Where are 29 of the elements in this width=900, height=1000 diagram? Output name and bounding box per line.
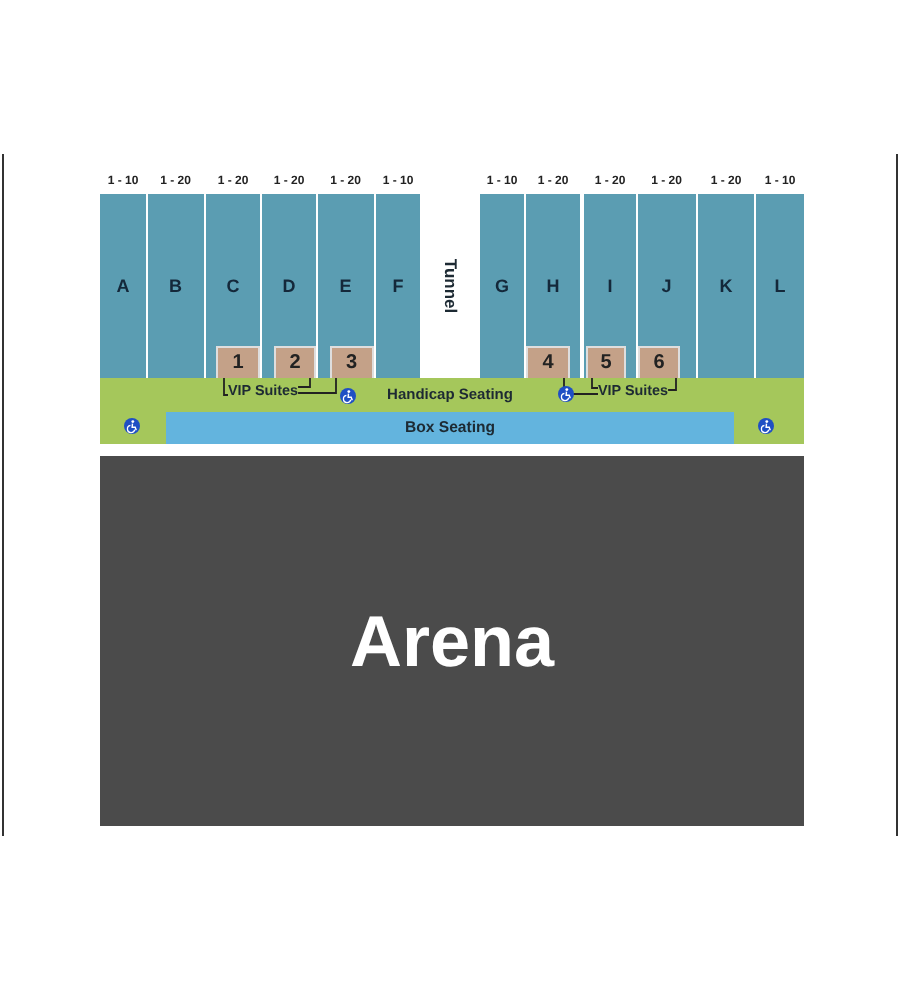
section-letter: F bbox=[392, 277, 404, 295]
section-letter: J bbox=[661, 277, 672, 295]
section-letter: E bbox=[339, 277, 352, 295]
section-letter: D bbox=[282, 277, 296, 295]
leader-line bbox=[297, 377, 337, 394]
section-letter: C bbox=[226, 277, 240, 295]
leader-line bbox=[591, 377, 599, 389]
area-label: Arena bbox=[349, 605, 555, 677]
vip-suite: 6 bbox=[638, 346, 680, 378]
section-letter: G bbox=[494, 277, 509, 295]
vip-suite: 3 bbox=[330, 346, 373, 378]
section-letter: I bbox=[607, 277, 613, 295]
leader-line bbox=[563, 377, 599, 395]
vip-suite: 4 bbox=[526, 346, 570, 378]
tunnel-label: Tunnel bbox=[441, 258, 459, 314]
section-letter: K bbox=[719, 277, 733, 295]
leader-line bbox=[223, 377, 229, 396]
handicap-seating-area bbox=[100, 378, 804, 444]
section-letter: L bbox=[774, 277, 786, 295]
arena-floor bbox=[100, 456, 804, 826]
vip-suite: 5 bbox=[586, 346, 626, 378]
section-letter: A bbox=[116, 277, 130, 295]
leader-line bbox=[667, 377, 677, 391]
section-letter: H bbox=[546, 277, 560, 295]
vip-suite: 2 bbox=[274, 346, 316, 378]
section-letter: B bbox=[169, 277, 182, 295]
box-seating-area bbox=[166, 412, 734, 444]
leader-line bbox=[297, 377, 311, 388]
vip-suite: 1 bbox=[216, 346, 260, 378]
